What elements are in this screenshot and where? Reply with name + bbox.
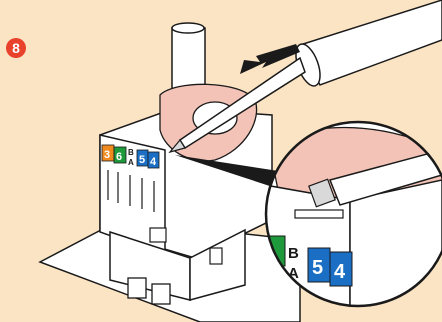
screwdriver-icon (170, 0, 442, 152)
label-a: A (128, 158, 134, 167)
cable-icon (160, 23, 257, 161)
label-3: 3 (104, 149, 110, 161)
zoom-label-5: 5 (312, 257, 323, 279)
label-5: 5 (139, 154, 145, 166)
zoom-label-4: 4 (334, 261, 346, 283)
label-b: B (128, 148, 134, 157)
label-6: 6 (116, 151, 122, 163)
zoom-label-b: B (288, 245, 299, 262)
label-4: 4 (150, 156, 157, 168)
